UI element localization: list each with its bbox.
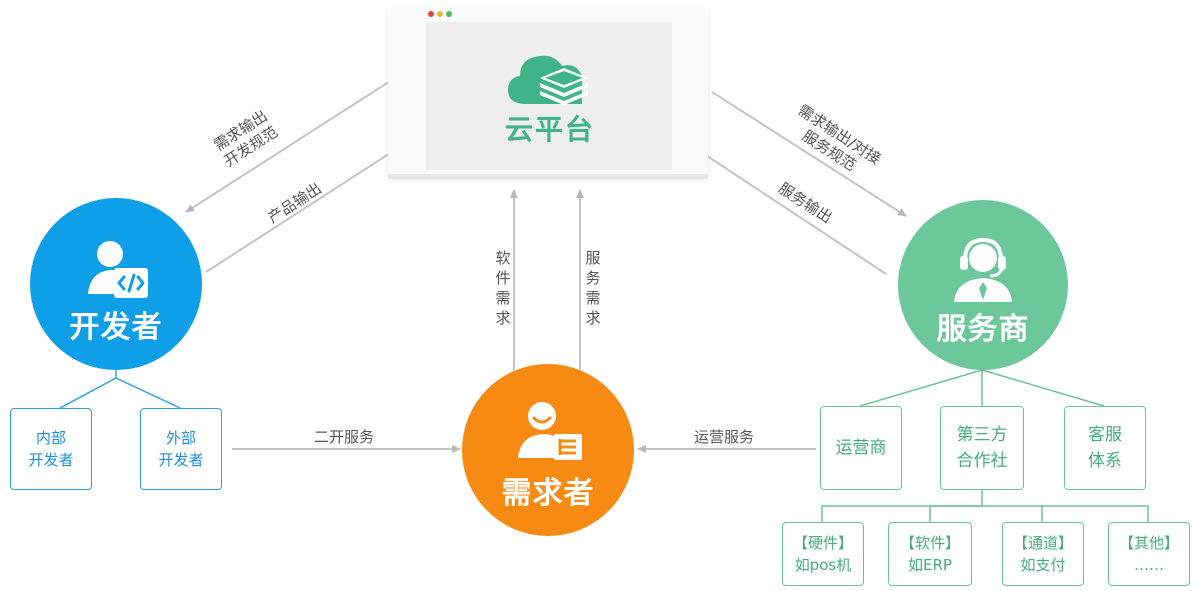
- box-line: 【硬件】: [792, 534, 853, 552]
- arrow-provider-to-platform: [691, 145, 887, 275]
- box-line: 合作社: [956, 451, 1008, 471]
- provider-box-third-party: 第三方合作社: [940, 406, 1024, 490]
- box-line: 开发者: [158, 451, 204, 469]
- cloud-stack-icon: [508, 55, 588, 105]
- developer-code-icon: [88, 241, 148, 298]
- box-line: 【软件】: [899, 534, 960, 552]
- tree-provider: [859, 369, 983, 407]
- box-line: 【通道】: [1012, 534, 1073, 552]
- arrow-platform-to-developer: [185, 75, 399, 213]
- edge-label-developer-to-demander: 二开服务: [314, 428, 375, 446]
- partner-box-hardware: 【硬件】如pos机: [782, 522, 864, 586]
- arrow-platform-to-provider: [711, 91, 907, 217]
- provider-box-operator: 运营商: [820, 406, 902, 490]
- tree-partner: [821, 490, 983, 522]
- window-dot-red: [428, 11, 434, 17]
- partner-box-channel: 【通道】如支付: [1002, 522, 1084, 586]
- edge-label-provider-to-demander: 运营服务: [694, 428, 755, 446]
- provider-label: 服务商: [936, 312, 1030, 347]
- tree-developer: [59, 370, 117, 409]
- box-line: 客服: [1088, 425, 1122, 445]
- window-dot-green: [446, 11, 452, 17]
- platform-label: 云平台: [504, 113, 595, 146]
- box-line: 如支付: [1020, 556, 1066, 574]
- edge-label-software-need: 软件需求: [495, 249, 511, 327]
- partner-box-software: 【软件】如ERP: [888, 522, 972, 586]
- platform-base: [388, 174, 708, 179]
- box-line: 第三方: [956, 425, 1008, 445]
- headset-agent-icon: [954, 237, 1012, 302]
- partner-box-other: 【其他】 ……: [1108, 522, 1190, 586]
- box-line: 外部: [165, 429, 196, 447]
- box-line: 如pos机: [794, 556, 852, 574]
- box-line: 运营商: [835, 438, 887, 458]
- box-line: 【其他】: [1118, 534, 1179, 552]
- box-line: ……: [1133, 556, 1164, 574]
- developer-label: 开发者: [69, 310, 163, 345]
- developer-box-external: 外部开发者: [140, 408, 222, 490]
- box-line: 体系: [1088, 451, 1122, 471]
- provider-box-customer-service: 客服体系: [1064, 406, 1146, 490]
- box-line: 开发者: [28, 451, 74, 469]
- box-line: 如ERP: [908, 556, 952, 574]
- demander-label: 需求者: [501, 476, 595, 511]
- demander-person-icon: [518, 402, 582, 460]
- edge-label-service-need: 服务需求: [585, 249, 601, 327]
- box-line: 内部: [35, 429, 66, 447]
- developer-box-internal: 内部开发者: [10, 408, 92, 490]
- arrow-developer-to-platform: [205, 147, 399, 273]
- window-dot-yellow: [437, 11, 443, 17]
